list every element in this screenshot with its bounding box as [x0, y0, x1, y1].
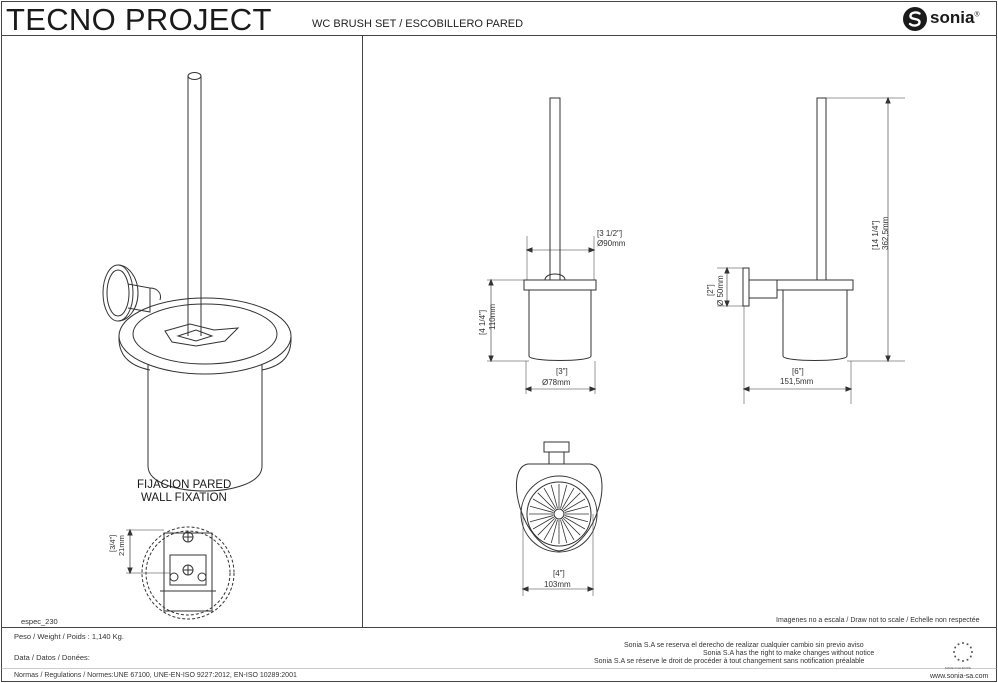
cup-height-inch: [4 1/4"]: [478, 309, 487, 335]
product-subtitle: WC BRUSH SET / ESCOBILLERO PARED: [312, 18, 524, 30]
product-title: TECNO PROJECT: [6, 2, 272, 37]
total-height-inch: [14 1/4"]: [871, 220, 880, 250]
cup-diam-mm: Ø78mm: [542, 378, 571, 387]
head-width-inch: [3 1/2"]: [597, 229, 623, 238]
product-illustration: [102, 72, 292, 492]
weight-note: Peso / Weight / Poids : 1,140 Kg.: [14, 632, 124, 641]
top-width-mm: 103mm: [544, 580, 571, 589]
eu-stars-icon: [953, 642, 973, 662]
cup-diam-inch: [3"]: [556, 367, 568, 376]
top-width-inch: [4"]: [553, 569, 565, 578]
cup-height-mm: 110mm: [488, 303, 497, 330]
regulations-note: Normas / Regulations / Normes:UNE 67100,…: [14, 672, 297, 679]
eu-label: MADE IN EUROPE: [945, 666, 972, 670]
data-note: Data / Datos / Donées:: [14, 653, 90, 662]
head-width-mm: Ø90mm: [597, 239, 626, 248]
fixation-dim-inch: [3/4"]: [108, 534, 117, 552]
scale-note: Imagenes no a escala / Draw not to scale…: [776, 617, 980, 624]
rights-en: Sonia S.A has the right to make changes …: [703, 650, 875, 657]
rights-fr: Sonia S.A se réserve le droit de procéde…: [594, 658, 865, 665]
fixation-title-es: FIJACION PARED: [137, 479, 232, 491]
total-height-mm: 362,5mm: [881, 216, 890, 250]
brand-name: sonia®: [930, 8, 980, 27]
brand-mark: ®: [974, 11, 980, 19]
rights-es: Sonia S.A se reserva el derecho de reali…: [624, 642, 864, 649]
sonia-logo-icon: [903, 7, 927, 31]
rosette-inch: [2"]: [706, 284, 715, 296]
depth-inch: [6"]: [792, 367, 804, 376]
spec-code: espec_230: [21, 617, 58, 626]
fixation-title-en: WALL FIXATION: [141, 492, 227, 504]
wall-fixation-detail: [126, 526, 235, 620]
rosette-mm: Ø 50mm: [716, 275, 725, 306]
fixation-dim-mm: 21mm: [117, 535, 126, 556]
depth-mm: 151,5mm: [780, 377, 814, 386]
website: www.sonia-sa.com: [930, 673, 989, 680]
technical-drawings: [487, 96, 905, 596]
